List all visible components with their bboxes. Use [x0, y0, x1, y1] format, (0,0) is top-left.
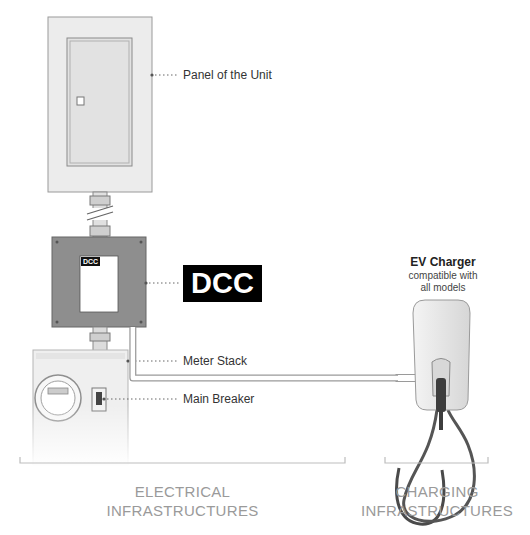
- dcc-enclosure-part: [140, 241, 143, 244]
- unit-panel-part: [67, 38, 132, 166]
- ev-charger-part: [436, 378, 446, 412]
- dcc-enclosure-part: [52, 237, 146, 327]
- unit-panel: [48, 17, 152, 192]
- panel-conduit-part: [87, 212, 113, 220]
- conduit-pipe: [133, 327, 398, 378]
- panel-conduit-part: [90, 196, 110, 205]
- callout-label: Main Breaker: [183, 392, 254, 406]
- leader-dot-part: [102, 397, 105, 400]
- ev-charger-part: [439, 412, 443, 430]
- unit-panel-part: [77, 97, 84, 105]
- leader-dot: [102, 73, 153, 400]
- dcc-enclosure-part: [80, 256, 118, 312]
- group-bracket: [20, 457, 488, 463]
- group-label: CHARGING INFRASTRUCTURES: [357, 482, 517, 520]
- ev-charger-unit: EV Chargercompatible with all models: [398, 255, 488, 415]
- dcc-box: DCC: [52, 237, 146, 327]
- dcc-enclosure-part: [140, 321, 143, 324]
- dcc-enclosure-part: [56, 321, 59, 324]
- conduit-core: [133, 327, 398, 378]
- meter-stack-part: [36, 353, 125, 359]
- group-bracket-part: [20, 457, 345, 463]
- leader-line-part: [131, 361, 178, 362]
- callout-label: Panel of the Unit: [183, 68, 272, 82]
- dcc-enclosure: [52, 237, 146, 327]
- panel-conduit: [87, 192, 113, 237]
- leader-dot-part: [150, 73, 153, 76]
- leader-line-part: [149, 283, 179, 284]
- group-label: ELECTRICAL INFRASTRUCTURES: [95, 482, 270, 520]
- unit-panel-part: [48, 17, 152, 192]
- meter-coupling-part: [90, 333, 110, 341]
- unit-panel-part: [70, 41, 129, 163]
- leader-line: [107, 75, 179, 399]
- node-title: DCC: [81, 257, 100, 266]
- leader-dot-part: [126, 359, 129, 362]
- leader-dot-part: [144, 281, 147, 284]
- meter-stack-part: [96, 392, 102, 405]
- dcc-tag: DCC: [183, 265, 262, 302]
- meter-fade: [10, 405, 150, 467]
- node-subtitle: compatible with all models: [398, 270, 488, 293]
- callout-label: Meter Stack: [183, 354, 247, 368]
- leader-line-part: [155, 75, 178, 76]
- leader-line-part: [107, 399, 178, 400]
- meter-coupling: [90, 327, 110, 351]
- group-bracket-part: [385, 457, 488, 463]
- node-title: DCC: [191, 267, 254, 300]
- panel-conduit-part: [90, 226, 110, 236]
- meter-stack-part: [48, 388, 68, 394]
- node-title: EV Charger: [398, 255, 488, 270]
- dcc-enclosure-part: [56, 241, 59, 244]
